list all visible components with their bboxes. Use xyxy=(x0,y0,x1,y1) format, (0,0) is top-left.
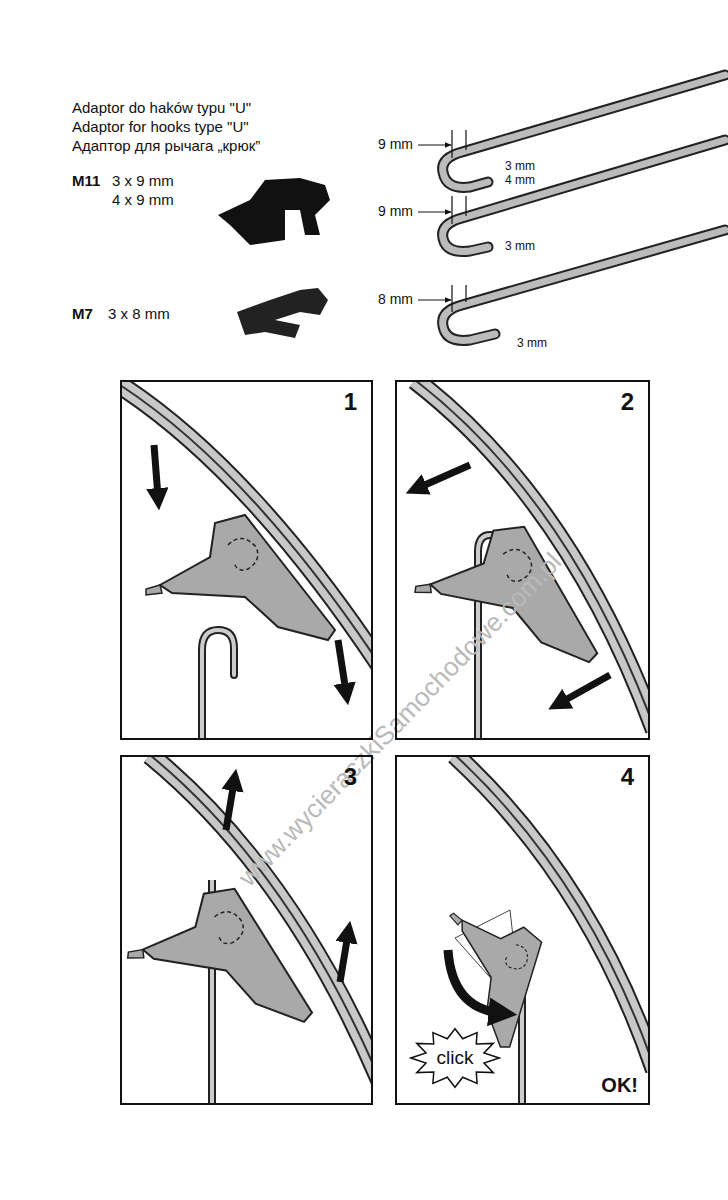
step-number: 1 xyxy=(344,388,357,416)
size-text: 3 x 9 mm xyxy=(112,172,174,189)
heading-text: Adaptor do haków typu "U" xyxy=(72,99,251,116)
size-text: 4 x 9 mm xyxy=(112,191,174,208)
dimension: 3 mm xyxy=(517,337,547,351)
heading-text: Адаптор для рычага „крюк” xyxy=(72,137,260,154)
click-starburst: click xyxy=(409,1027,501,1089)
step-panel: 3 xyxy=(120,755,373,1105)
model-code: M7 xyxy=(72,305,93,322)
dimension: 3 mm xyxy=(505,160,535,174)
model-code: M11 xyxy=(72,172,100,189)
heading-text: Adaptor for hooks type "U" xyxy=(72,118,249,135)
click-text: click xyxy=(437,1047,474,1069)
step-panel: 2 xyxy=(395,380,650,740)
step-panel: 1 xyxy=(120,380,373,740)
dimension: 3 mm xyxy=(505,240,535,254)
step-number: 2 xyxy=(621,388,634,416)
step-panel: 4OK! click xyxy=(395,755,650,1105)
size-text: 3 x 8 mm xyxy=(108,305,170,322)
dimension: 9 mm xyxy=(378,203,413,219)
watermark: www.wycieraczkiSamochodowe.com.pl xyxy=(233,547,568,892)
dimension: 4 mm xyxy=(505,174,535,188)
dimension: 8 mm xyxy=(378,291,413,307)
dimension: 9 mm xyxy=(378,136,413,152)
ok-text: OK! xyxy=(601,1074,638,1097)
step-number: 4 xyxy=(621,763,634,791)
step-number: 3 xyxy=(344,763,357,791)
